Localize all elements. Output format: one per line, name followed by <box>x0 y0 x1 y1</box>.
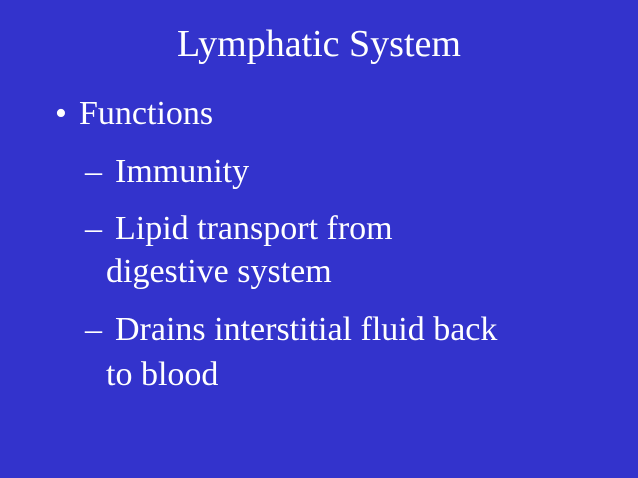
bullet-text: Functions <box>79 95 214 132</box>
bullet-functions: • Functions <box>55 94 213 134</box>
bullet-marker: • <box>55 95 67 132</box>
dash-marker: – <box>85 311 102 348</box>
sub-item-lipid-transport-continued: digestive system <box>106 253 332 290</box>
sub-item-drains-fluid: –Drains interstitial fluid back <box>85 310 497 350</box>
slide-title: Lymphatic System <box>177 23 461 65</box>
dash-marker: – <box>85 153 102 190</box>
sub-item-text: Immunity <box>115 153 250 190</box>
sub-item-text: Lipid transport from <box>115 210 393 247</box>
sub-item-drains-fluid-continued: to blood <box>106 356 219 393</box>
sub-item-text: Drains interstitial fluid back <box>115 311 498 348</box>
sub-item-immunity: –Immunity <box>85 152 249 192</box>
dash-marker: – <box>85 210 102 247</box>
sub-item-lipid-transport: –Lipid transport from <box>85 209 393 249</box>
